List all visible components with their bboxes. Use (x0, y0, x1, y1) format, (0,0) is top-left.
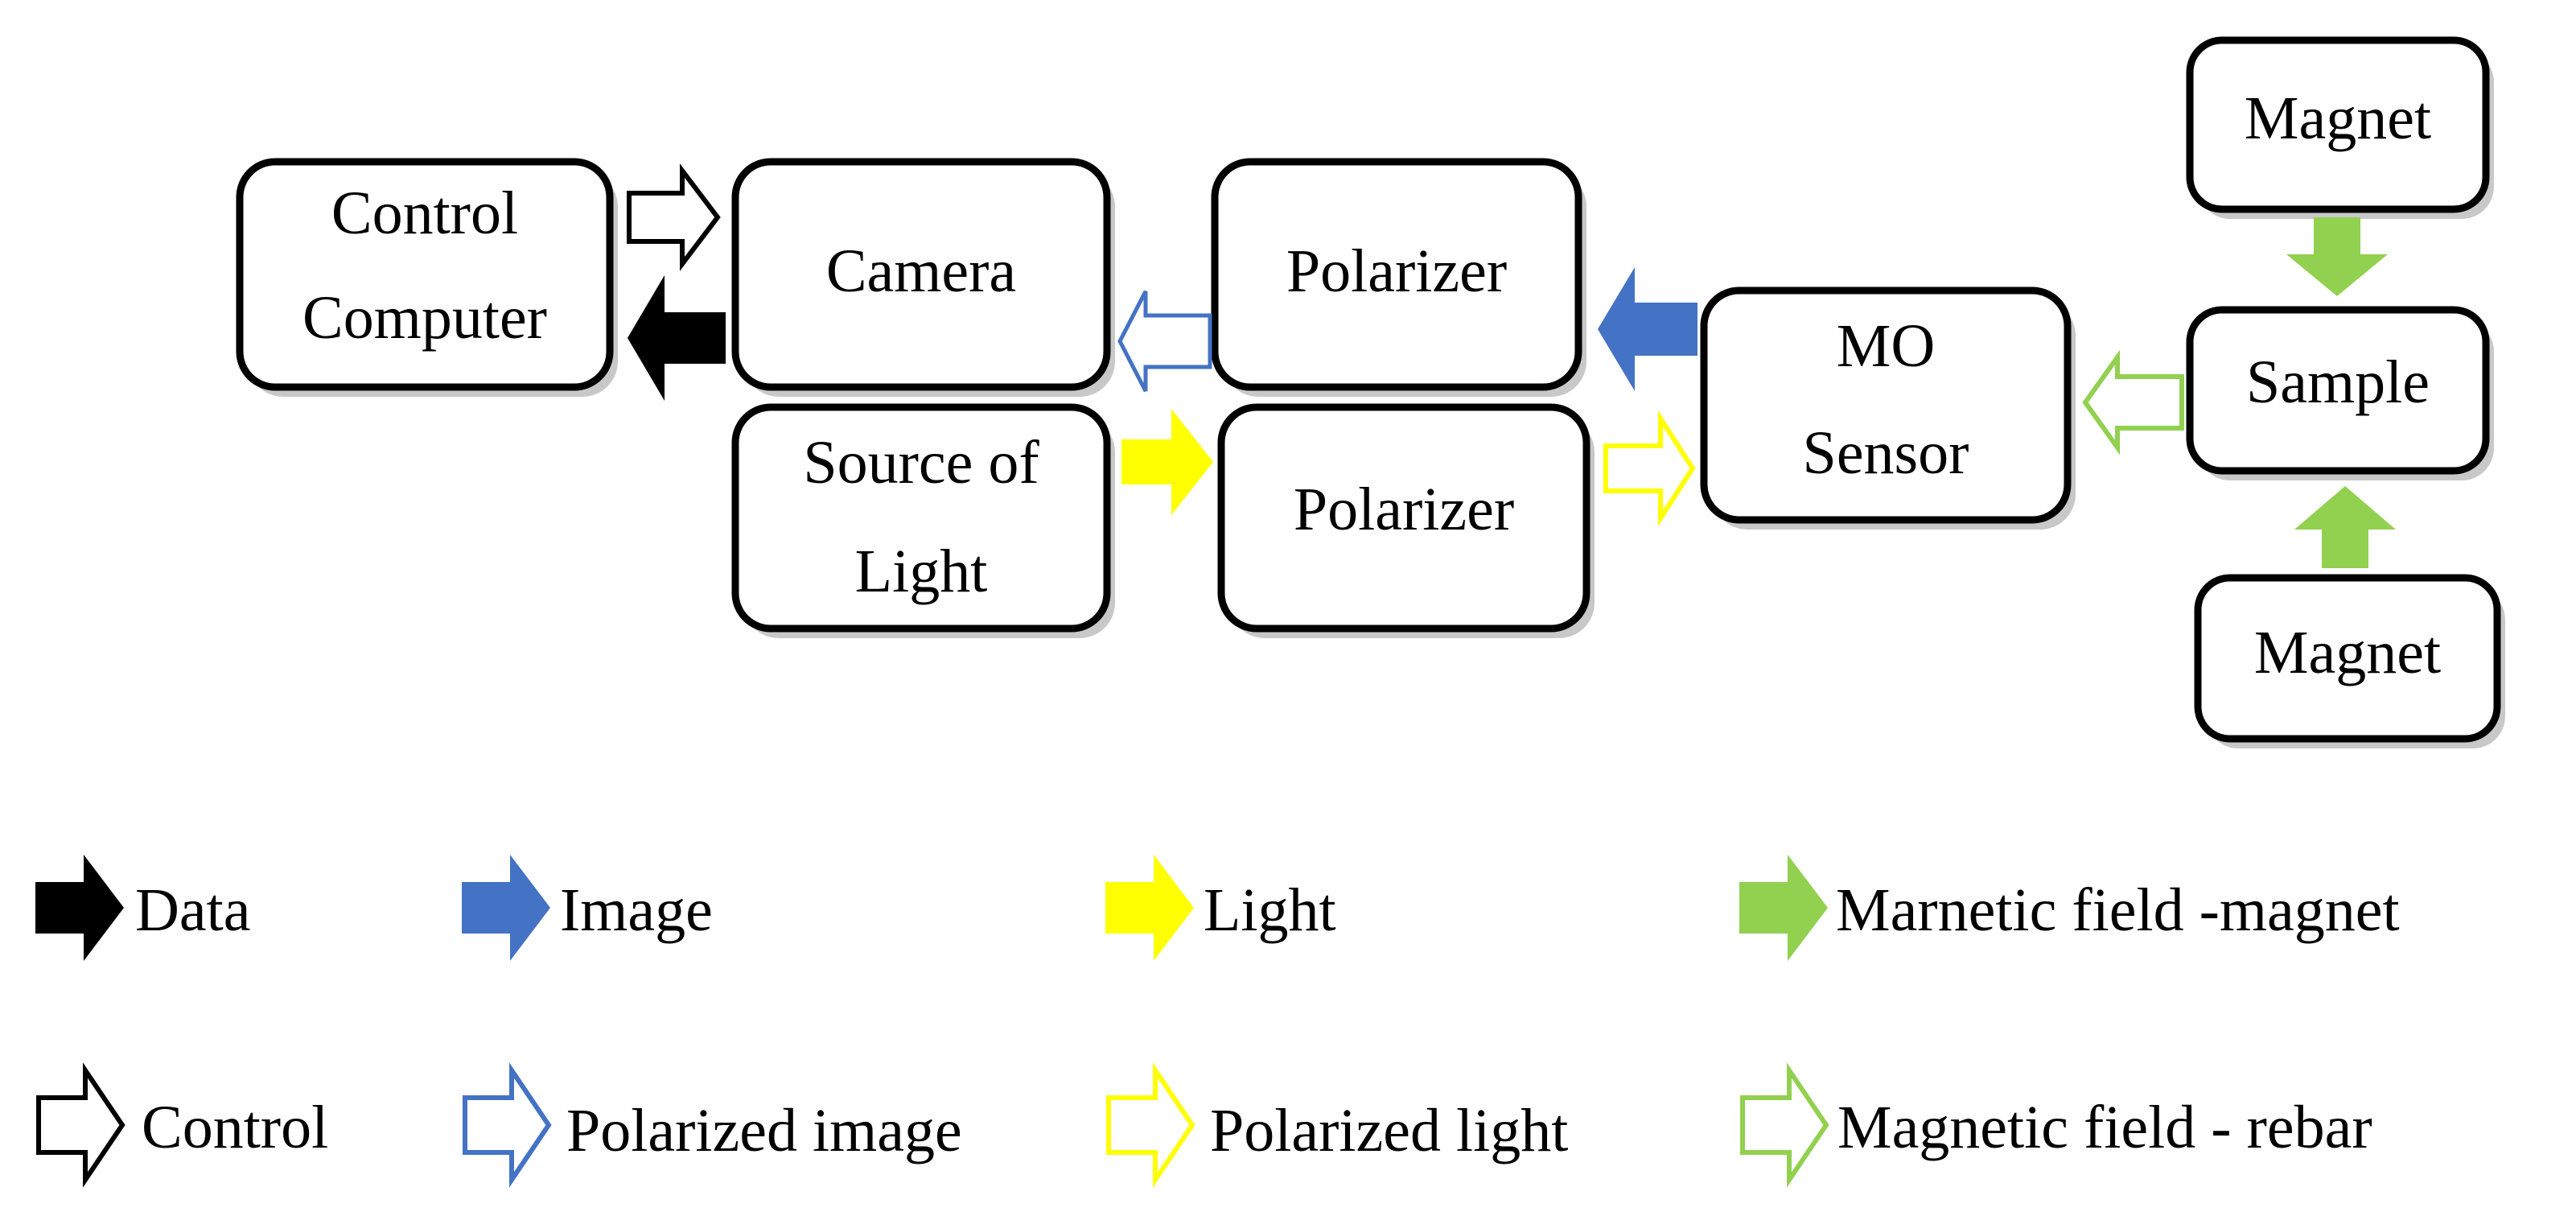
polarized-image-arrow (1117, 290, 1212, 393)
control-computer-line1: Control (331, 179, 518, 247)
polarizer-top-label: Polarizer (1286, 237, 1507, 305)
mo-sensor-line1: MO (1837, 312, 1935, 380)
rebar-field-arrow (2082, 349, 2184, 455)
legend-magnetic-field-magnet-label: Marnetic field -magnet (1836, 876, 2400, 944)
legend-light-arrow (1105, 855, 1194, 961)
magnet-bottom-box: Magnet (2194, 574, 2505, 748)
magnet-top-box: Magnet (2186, 36, 2494, 219)
source-of-light-line1: Source of (803, 429, 1039, 497)
legend-polarized-image-label: Polarized image (566, 1097, 962, 1164)
legend-item-polarized-image: Polarized image (463, 1062, 962, 1188)
source-of-light-line2: Light (855, 538, 988, 605)
legend-light-label: Light (1204, 876, 1336, 944)
legend-polarized-light-label: Polarized light (1210, 1097, 1568, 1164)
polarizer-top-box: Polarizer (1211, 158, 1586, 397)
legend: Data Image Light Marnetic field -magnet … (35, 855, 2400, 1188)
legend-item-magnetic-field-rebar: Magnetic field - rebar (1740, 1062, 2372, 1188)
legend-control-label: Control (142, 1094, 328, 1161)
legend-rebar-arrow (1740, 1062, 1829, 1188)
legend-image-label: Image (560, 876, 713, 944)
legend-magnetic-field-rebar-label: Magnetic field - rebar (1837, 1094, 2372, 1161)
legend-magnet-arrow (1739, 855, 1828, 961)
polarizer-bottom-label: Polarizer (1294, 476, 1514, 543)
legend-item-polarized-light: Polarized light (1106, 1062, 1568, 1188)
magnet-top-field-arrow (2286, 217, 2388, 296)
control-computer-box: Control Computer (236, 158, 618, 397)
camera-box: Camera (731, 158, 1115, 397)
light-arrow (1121, 409, 1213, 515)
source-of-light-box: Source of Light (731, 403, 1115, 638)
sample-box: Sample (2186, 306, 2494, 480)
legend-data-label: Data (135, 876, 250, 944)
magnet-bottom-label: Magnet (2254, 619, 2441, 686)
legend-control-arrow (36, 1062, 126, 1188)
legend-item-control: Control (36, 1062, 328, 1188)
legend-item-data: Data (35, 855, 250, 961)
control-arrow (627, 163, 721, 271)
legend-polarized-light-arrow (1106, 1062, 1195, 1188)
polarized-light-arrow (1603, 410, 1696, 527)
legend-item-magnetic-field-magnet: Marnetic field -magnet (1739, 855, 2400, 961)
magnet-top-label: Magnet (2245, 85, 2431, 152)
legend-item-light: Light (1105, 855, 1336, 961)
polarizer-bottom-box: Polarizer (1217, 403, 1595, 638)
mo-sensor-box: MO Sensor (1700, 286, 2076, 530)
image-arrow (1598, 267, 1697, 391)
magnet-bottom-field-arrow (2294, 486, 2396, 568)
legend-data-arrow (35, 855, 124, 961)
camera-label: Camera (826, 237, 1016, 305)
legend-polarized-image-arrow (463, 1062, 552, 1188)
legend-image-arrow (462, 855, 550, 961)
mo-sensor-line2: Sensor (1803, 419, 1969, 487)
control-computer-line2: Computer (302, 284, 547, 352)
data-arrow (628, 275, 726, 401)
legend-item-image: Image (462, 855, 713, 961)
sample-label: Sample (2246, 348, 2430, 416)
